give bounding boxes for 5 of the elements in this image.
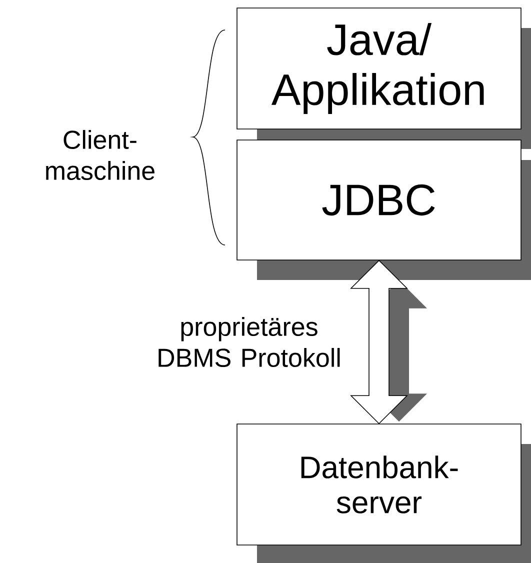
process-box: Java/ Applikation — [236, 8, 531, 149]
process-box: Datenbank- server — [236, 424, 531, 563]
brace-label: Client- maschine — [46, 130, 154, 180]
process-box: JDBC — [236, 140, 531, 280]
edge-label: proprietäres DBMS Protokoll — [158, 316, 340, 368]
